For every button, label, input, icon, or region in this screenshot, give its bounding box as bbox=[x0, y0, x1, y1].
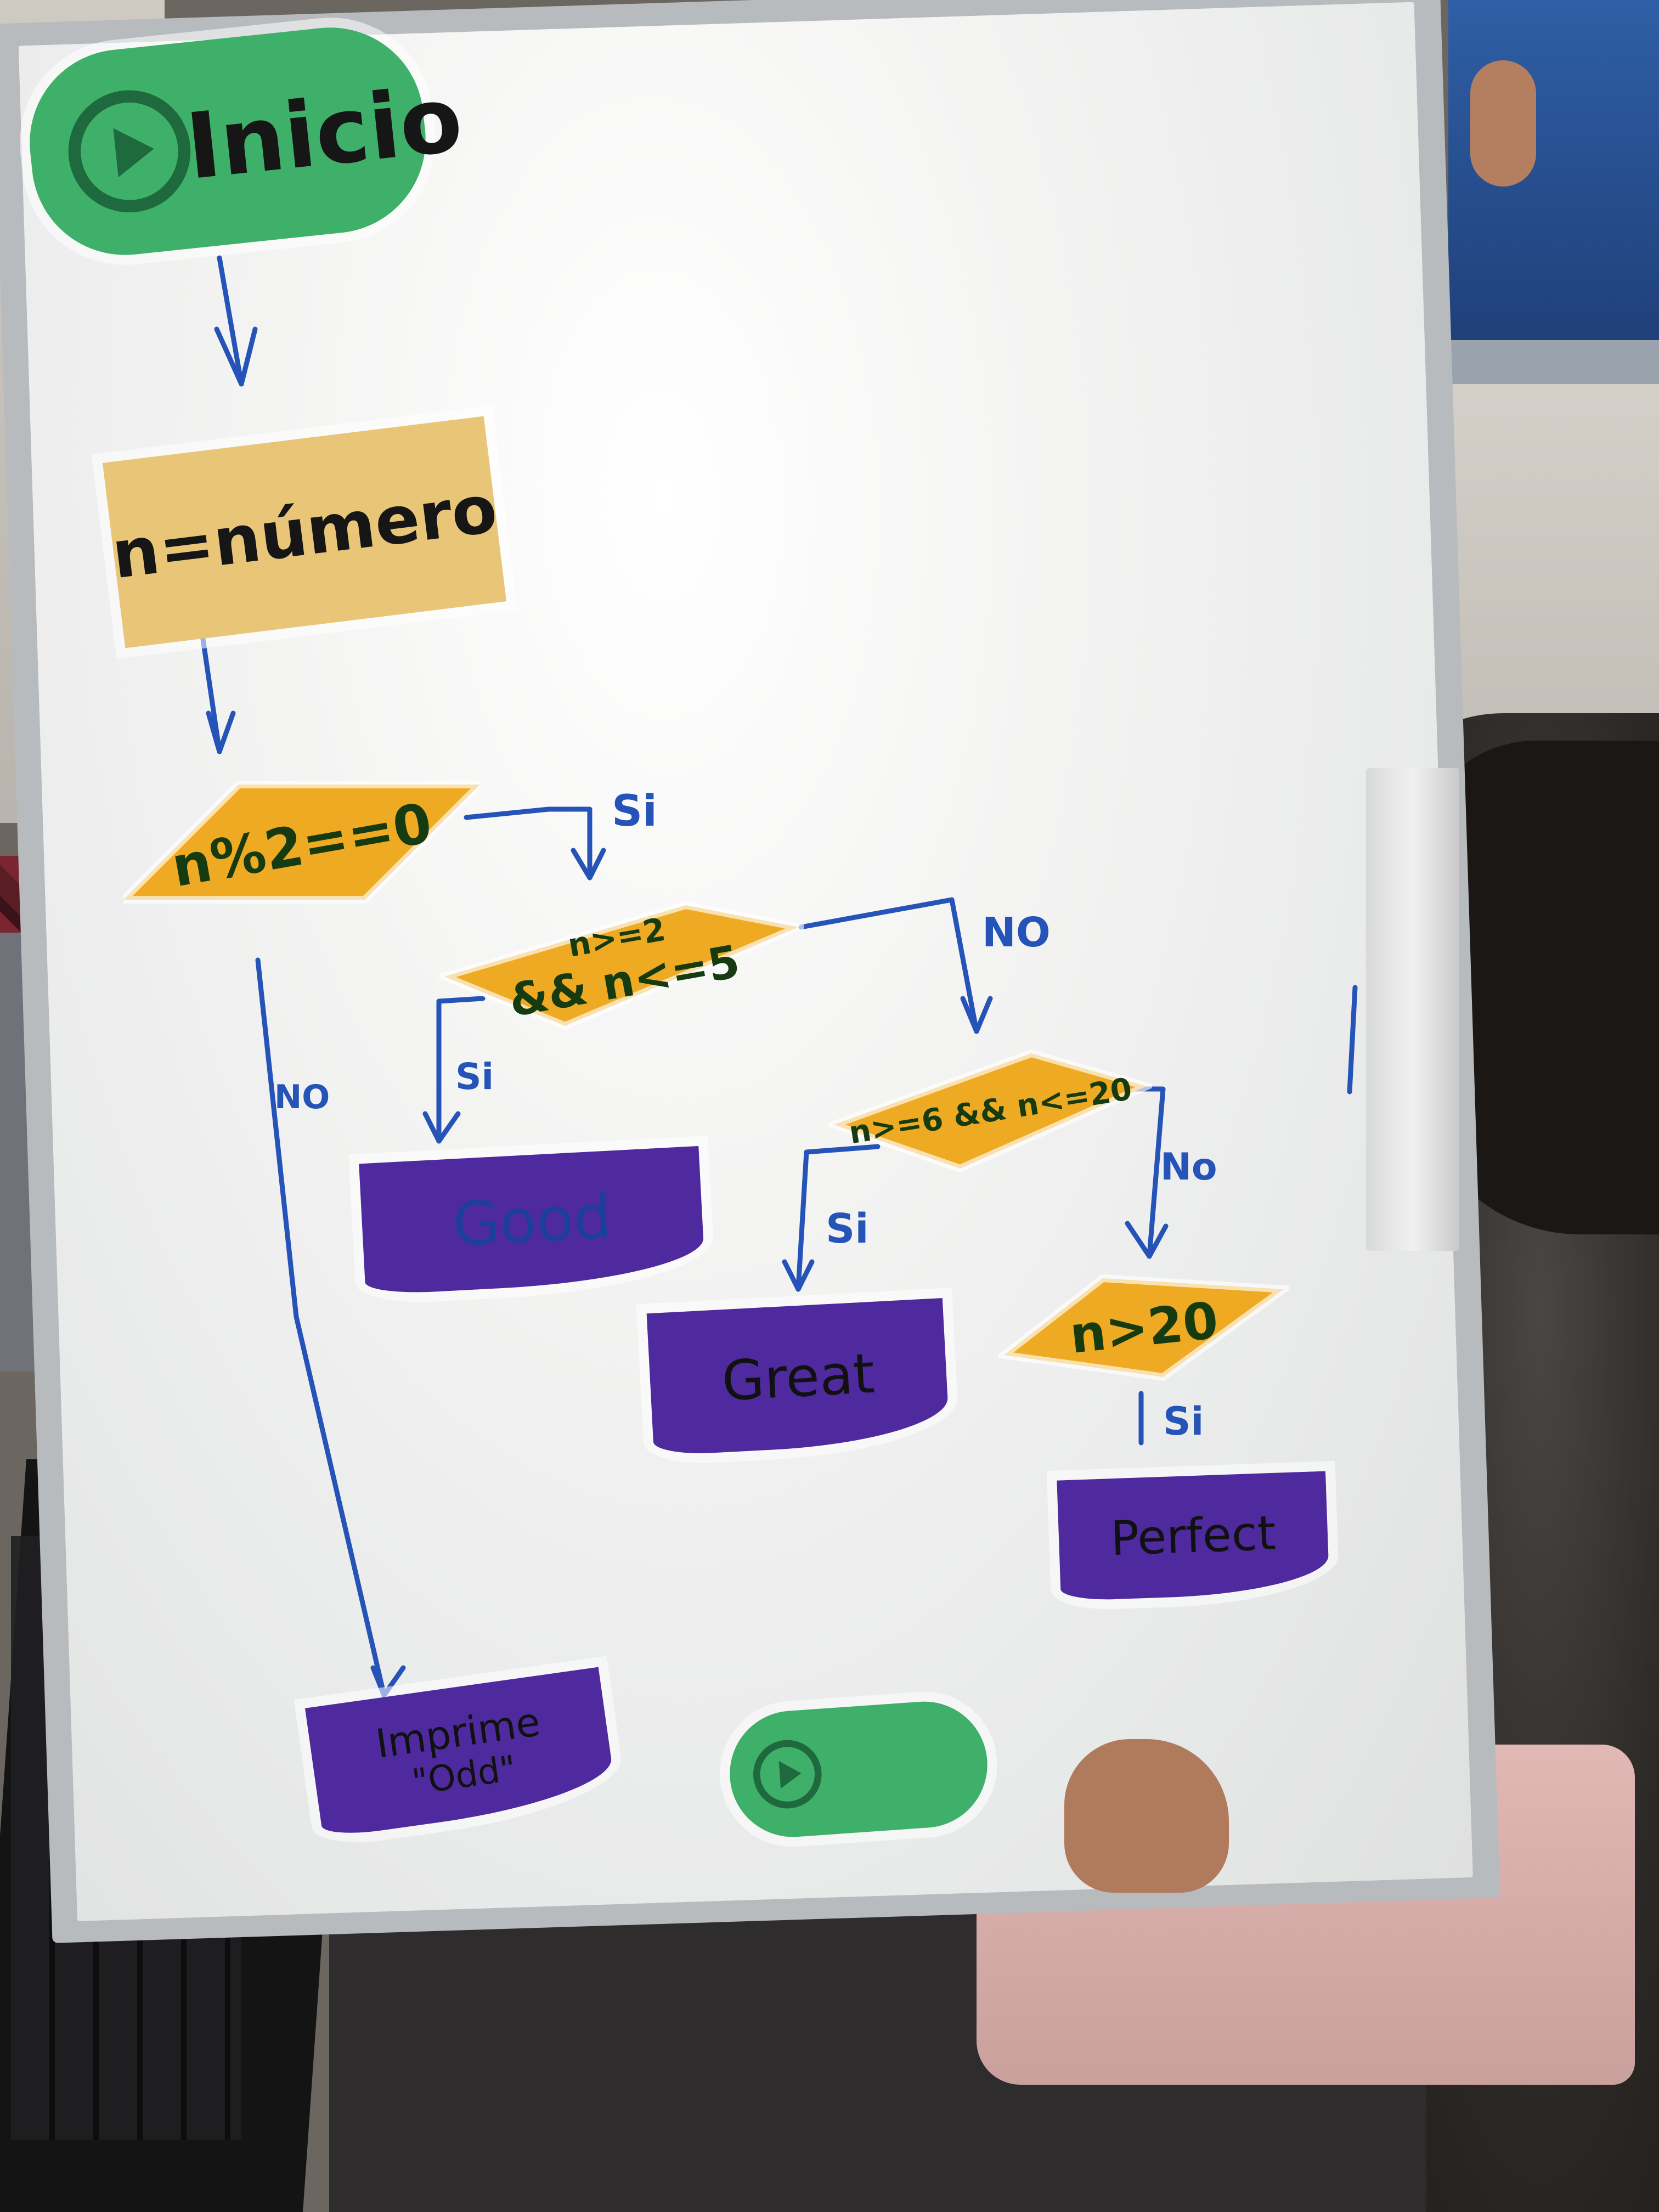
arrow-d2-yes bbox=[436, 996, 486, 1144]
hand-top bbox=[1470, 60, 1536, 187]
decision-node-2: n>=2 && n<=5 bbox=[439, 894, 804, 1031]
arrow-d1-no bbox=[255, 957, 387, 1698]
arrow-head bbox=[571, 848, 606, 881]
arrow-head bbox=[782, 1259, 815, 1292]
arrow-head bbox=[214, 326, 258, 387]
play-icon bbox=[68, 90, 191, 213]
decision-node-3: n>=6 && n<=20 bbox=[828, 1042, 1152, 1180]
decision-shape bbox=[123, 781, 480, 904]
output-great-label: Great bbox=[720, 1341, 877, 1413]
arrow-d2-no bbox=[798, 897, 979, 1034]
arrow-start-to-process bbox=[217, 255, 244, 387]
edge-label-d3-no: No bbox=[1160, 1146, 1217, 1189]
start-node: Inicio bbox=[10, 6, 467, 276]
arrow-head bbox=[370, 1665, 406, 1698]
edge-label-d3-yes: Si bbox=[826, 1205, 869, 1252]
stray-mark bbox=[1347, 985, 1358, 1094]
output-perfect-label: Perfect bbox=[1109, 1505, 1277, 1567]
decision-shape bbox=[828, 1049, 1152, 1173]
decision-node-4: n>20 bbox=[998, 1267, 1289, 1388]
edge-label-d1-no: NO bbox=[274, 1078, 330, 1116]
arrow-head bbox=[422, 1111, 461, 1144]
process-label: n=número bbox=[108, 471, 501, 594]
decision-shape bbox=[439, 901, 804, 1030]
arrow-d1-yes bbox=[464, 806, 592, 881]
play-icon bbox=[753, 1740, 822, 1809]
arrow-head bbox=[206, 710, 236, 754]
edge-label-d2-no: NO bbox=[982, 909, 1051, 956]
decision-shape bbox=[998, 1274, 1289, 1381]
end-node bbox=[715, 1686, 1002, 1853]
arrow-d3-yes bbox=[795, 1144, 881, 1292]
arrow-head bbox=[960, 996, 993, 1034]
output-good-label: Good bbox=[451, 1181, 613, 1260]
arrow-process-to-decision1 bbox=[200, 636, 222, 754]
whiteboard-bracket bbox=[1366, 768, 1459, 1251]
decision-node-1: n%2==0 bbox=[123, 779, 480, 911]
edge-label-d1-yes: Si bbox=[612, 787, 657, 836]
arrow-head bbox=[1125, 1221, 1169, 1259]
hand-bottom bbox=[1064, 1739, 1229, 1893]
edge-label-d2-yes: Si bbox=[455, 1056, 494, 1098]
edge-label-d4-yes: Si bbox=[1163, 1399, 1204, 1444]
